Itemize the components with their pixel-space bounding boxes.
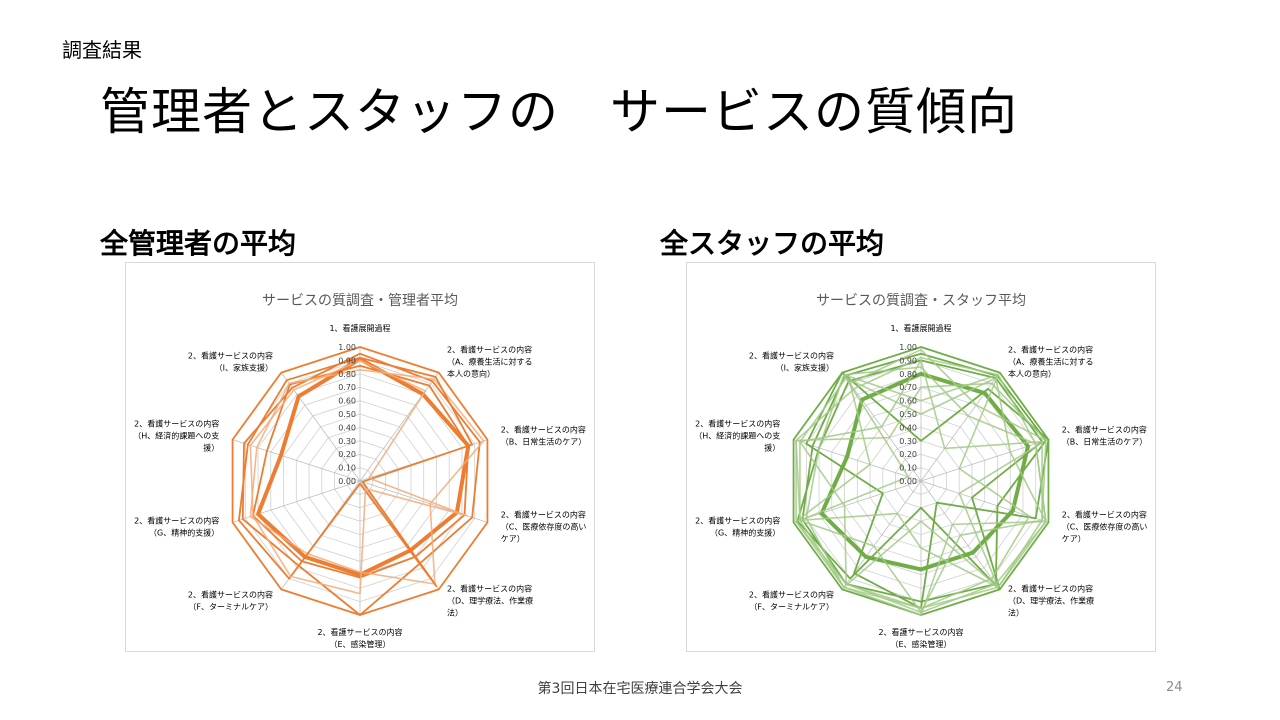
tick-label: 0.20 (338, 450, 356, 459)
tick-label: 0.20 (899, 450, 917, 459)
tick-label: 0.70 (899, 383, 917, 392)
tick-label: 0.50 (899, 410, 917, 419)
tick-label: 0.90 (899, 356, 917, 365)
chart-title: サービスの質調査・管理者平均 (262, 293, 458, 309)
axis-label: 2、看護サービスの内容（E、感染管理） (878, 627, 963, 649)
axis-label: 2、看護サービスの内容（G、精神的支援） (134, 516, 219, 538)
slide-title: 管理者とスタッフの サービスの質傾向 (100, 83, 1018, 141)
tick-label: 0.50 (338, 410, 356, 419)
axis-label: 2、看護サービスの内容（A、療養生活に対する本人の意向） (1008, 344, 1093, 378)
axis-spoke (359, 372, 440, 482)
subtitle-managers: 全管理者の平均 (100, 227, 297, 260)
axis-label: 2、看護サービスの内容（F、ターミナルケア） (749, 590, 834, 612)
tick-label: 1.00 (338, 343, 356, 352)
axis-spoke (232, 439, 361, 482)
axis-label: 2、看護サービスの内容（E、感染管理） (317, 627, 402, 649)
series-line (249, 368, 485, 585)
axis-spoke (793, 480, 922, 523)
tick-label: 0.10 (899, 464, 917, 473)
axis-spoke (280, 372, 361, 482)
axis-label: 2、看護サービスの内容（I、家族支援） (188, 350, 273, 372)
tick-label: 0.30 (899, 437, 917, 446)
series-line (819, 371, 1031, 572)
axis-label: 2、看護サービスの内容（D、理学療法、作業療法） (1008, 584, 1094, 618)
axis-label: 2、看護サービスの内容（C、医療依存度の高いケア） (501, 510, 587, 544)
tick-label: 0.00 (899, 477, 917, 486)
series-line (799, 373, 1047, 616)
axis-label: 2、看護サービスの内容（I、家族支援） (749, 350, 834, 372)
series-line (249, 359, 468, 595)
axis-label: 2、看護サービスの内容（A、療養生活に対する本人の意向） (447, 344, 532, 378)
tick-label: 0.10 (338, 464, 356, 473)
tick-label: 1.00 (899, 343, 917, 352)
axis-label: 2、看護サービスの内容（H、経済的課題への支援） (133, 418, 219, 452)
footer-conference: 第3回日本在宅医療連合学会大会 (537, 681, 743, 697)
series-line (795, 382, 1047, 614)
subtitle-staff: 全スタッフの平均 (660, 227, 885, 260)
tick-label: 0.80 (338, 370, 356, 379)
page-number: 24 (1166, 680, 1183, 695)
axis-label: 1、看護展開過程 (329, 323, 390, 333)
axis-label: 1、看護展開過程 (890, 323, 951, 333)
tick-label: 0.70 (338, 383, 356, 392)
tick-label: 0.40 (899, 423, 917, 432)
series-line (238, 356, 474, 588)
tick-label: 0.30 (338, 437, 356, 446)
series-line (252, 364, 470, 579)
series-line (805, 366, 1047, 589)
series-line (256, 357, 471, 577)
tick-label: 0.00 (338, 477, 356, 486)
axis-label: 2、看護サービスの内容（C、医療依存度の高いケア） (1062, 510, 1148, 544)
radar-chart-staff-svg: サービスの質調査・スタッフ平均 0.00 0.10 0.20 0.30 0.40 0.50 0… (694, 293, 1148, 649)
axis-label: 2、看護サービスの内容（D、理学療法、作業療法） (447, 584, 533, 618)
axis-spoke (793, 439, 922, 482)
axis-label: 2、看護サービスの内容（F、ターミナルケア） (188, 590, 273, 612)
tick-label: 0.60 (338, 397, 356, 406)
radar-chart-managers-svg: サービスの質調査・管理者平均 0.00 0.10 0.20 0.30 0.40 0.50 0.… (133, 293, 587, 649)
axis-label: 2、看護サービスの内容（H、経済的課題への支援） (694, 418, 780, 452)
radar-chart-staff: サービスの質調査・スタッフ平均 0.00 0.10 0.20 0.30 0.40 0.50 0… (686, 262, 1156, 652)
chart-title: サービスの質調査・スタッフ平均 (816, 293, 1026, 309)
radar-chart-managers: サービスの質調査・管理者平均 0.00 0.10 0.20 0.30 0.40 0.50 0.… (125, 262, 595, 652)
tick-label: 0.40 (338, 423, 356, 432)
series-line (799, 359, 1043, 589)
axis-label: 2、看護サービスの内容（B、日常生活のケア） (1062, 424, 1148, 446)
axis-label: 2、看護サービスの内容（G、精神的支援） (695, 516, 780, 538)
breadcrumb: 調査結果 (62, 38, 142, 62)
tick-label: 0.60 (899, 397, 917, 406)
axis-label: 2、看護サービスの内容（B、日常生活のケア） (501, 424, 586, 446)
tick-label: 0.80 (899, 370, 917, 379)
tick-label: 0.90 (338, 356, 356, 365)
series-line (801, 352, 1047, 603)
series-line (795, 356, 1031, 610)
